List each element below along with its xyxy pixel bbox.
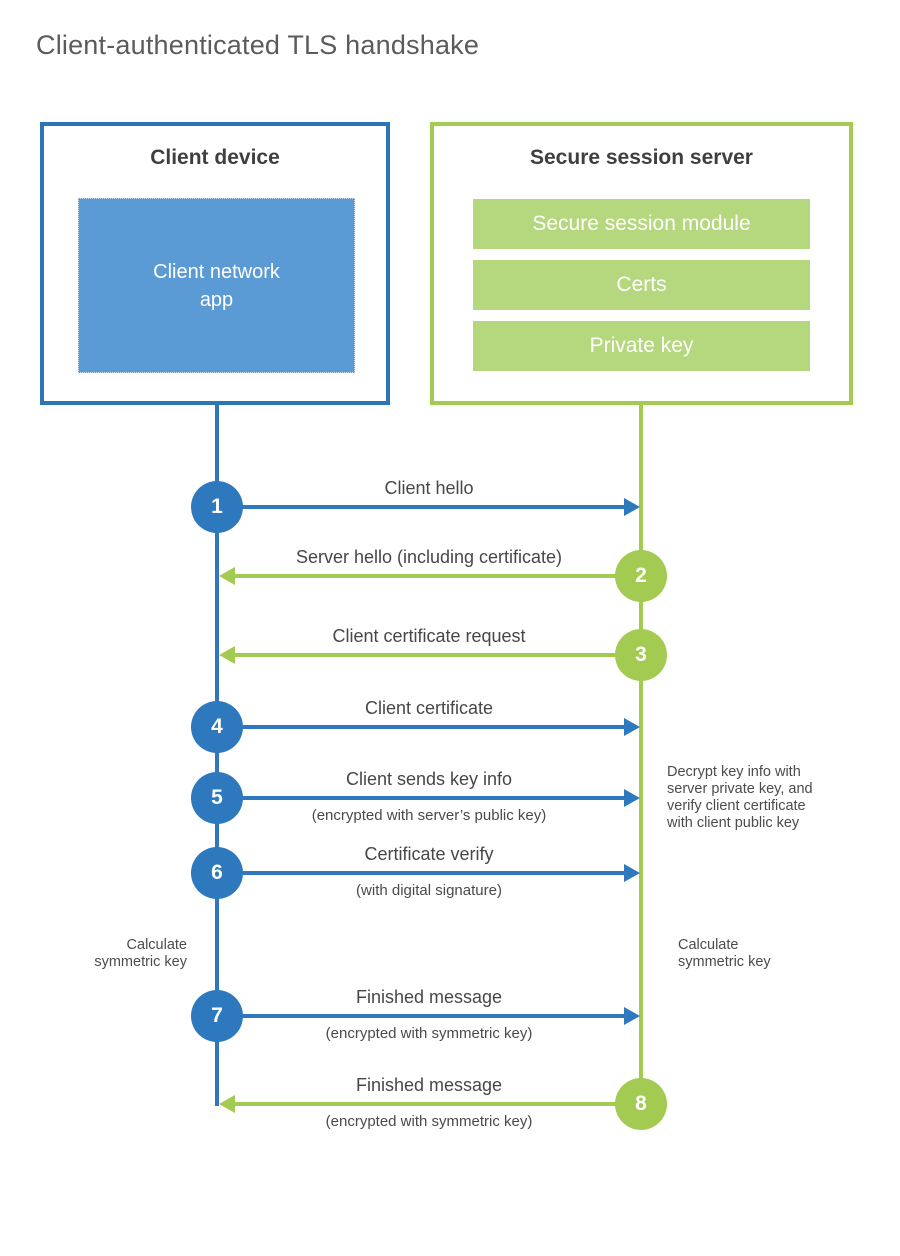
step-8-circle: 8 xyxy=(615,1078,667,1130)
page-title: Client-authenticated TLS handshake xyxy=(36,30,480,60)
module-certs: Certs xyxy=(473,260,810,310)
step-3-arrow-line xyxy=(235,653,625,657)
step-3-label: Client certificate request xyxy=(332,626,526,646)
step-2-arrowhead-icon xyxy=(219,567,235,585)
step-6-label: Certificate verify xyxy=(364,844,494,864)
step-1-arrowhead-icon xyxy=(624,498,640,516)
step-8-label: Finished message xyxy=(355,1075,503,1095)
step-4-circle: 4 xyxy=(191,701,243,753)
step-1-label: Client hello xyxy=(384,478,474,498)
module-private-key: Private key xyxy=(473,321,810,371)
calc-symmetric-key-server: Calculate symmetric key xyxy=(678,937,808,971)
step-8-arrow-line xyxy=(235,1102,625,1106)
calc-server-line-1: Calculate xyxy=(678,937,739,953)
step-7-circle: 7 xyxy=(191,990,243,1042)
step-7-label: Finished message xyxy=(355,987,503,1007)
calc-server-line-2: symmetric key xyxy=(678,954,771,970)
step-8-sublabel: (encrypted with symmetric key) xyxy=(325,1113,533,1130)
calc-client-line-2: symmetric key xyxy=(94,954,187,970)
step-4-arrow-line xyxy=(236,725,624,729)
step-2-label: Server hello (including certificate) xyxy=(295,547,563,567)
client-network-app-block: Client network app xyxy=(78,198,355,373)
decrypt-note-line-2: server private key, and xyxy=(667,781,813,797)
app-label-line-1: Client network xyxy=(153,260,280,283)
calc-client-line-1: Calculate xyxy=(126,937,187,953)
step-4-label: Client certificate xyxy=(364,698,494,718)
client-network-app-label: Client network app xyxy=(153,258,280,314)
client-device-box: Client device Client network app xyxy=(40,122,390,405)
client-device-title: Client device xyxy=(150,146,280,169)
decrypt-note: Decrypt key info with server private key… xyxy=(667,764,842,832)
step-5-circle: 5 xyxy=(191,772,243,824)
step-6-circle: 6 xyxy=(191,847,243,899)
step-6-arrowhead-icon xyxy=(624,864,640,882)
step-6-sublabel: (with digital signature) xyxy=(356,882,502,899)
step-3-circle: 3 xyxy=(615,629,667,681)
step-8-arrowhead-icon xyxy=(219,1095,235,1113)
decrypt-note-line-4: with client public key xyxy=(667,815,800,831)
step-5-arrowhead-icon xyxy=(624,789,640,807)
step-7-arrowhead-icon xyxy=(624,1007,640,1025)
decrypt-note-line-3: verify client certificate xyxy=(667,798,806,814)
secure-session-server-title: Secure session server xyxy=(530,146,753,169)
step-2-arrow-line xyxy=(235,574,625,578)
server-lifeline xyxy=(639,405,643,1104)
step-5-sublabel: (encrypted with server’s public key) xyxy=(311,807,547,824)
calc-symmetric-key-client: Calculate symmetric key xyxy=(57,937,187,971)
step-1-arrow-line xyxy=(236,505,624,509)
step-4-arrowhead-icon xyxy=(624,718,640,736)
client-lifeline xyxy=(215,405,219,1106)
app-label-line-2: app xyxy=(199,288,234,311)
step-7-arrow-line xyxy=(236,1014,624,1018)
secure-session-server-box: Secure session server Secure session mod… xyxy=(430,122,853,405)
step-1-circle: 1 xyxy=(191,481,243,533)
step-6-arrow-line xyxy=(236,871,624,875)
module-secure-session: Secure session module xyxy=(473,199,810,249)
step-5-arrow-line xyxy=(236,796,624,800)
step-7-sublabel: (encrypted with symmetric key) xyxy=(325,1025,533,1042)
step-3-arrowhead-icon xyxy=(219,646,235,664)
step-2-circle: 2 xyxy=(615,550,667,602)
decrypt-note-line-1: Decrypt key info with xyxy=(667,764,801,780)
step-5-label: Client sends key info xyxy=(345,769,513,789)
